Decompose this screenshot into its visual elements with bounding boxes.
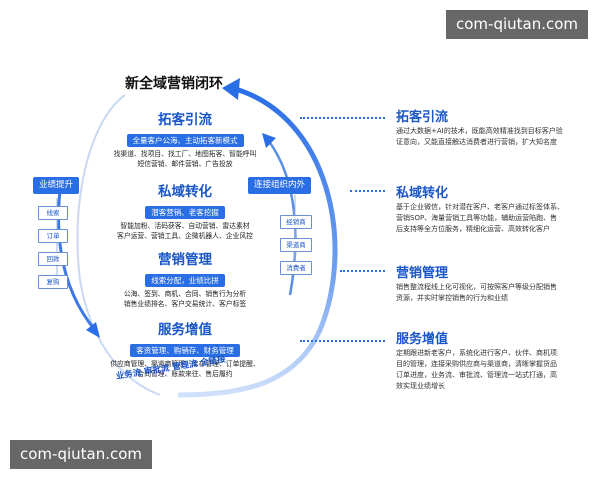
block-desc-line: 销售业绩排名、客户交易统计、客户标签	[123, 300, 247, 308]
connect-org-label: 连接组织内外	[248, 177, 312, 194]
block-desc-line: 合同管理、账款来往、售后履约	[137, 370, 233, 378]
connector-line	[300, 340, 385, 342]
block-marketing-management: 营销管理 线索分配，业绩比拼 公海、签到、商机、合同、销售行为分析 销售业绩排名…	[95, 248, 275, 309]
desc-line: 目的管理，连接采购供应商与渠道商，清晰掌握货品	[396, 360, 557, 368]
diagram-title: 新全域营销闭环	[125, 76, 223, 92]
desc-line: 后支持等全方位服务，精细化运营、高效转化客户	[396, 225, 550, 233]
connector-line	[340, 270, 385, 272]
left-item-lead: 线索	[38, 206, 68, 220]
block-private-conversion: 私域转化 潜客营销、老客挖掘 智能加粉、活码获客、自动营销、雷达素材 客户运营、…	[95, 180, 275, 241]
right-item-consumer: 消费者	[280, 261, 312, 275]
block-title: 服务增值	[158, 322, 212, 338]
right-desc-private-conversion: 基于企业微信，针对潜在客户、老客户通过标签体系、 营销SOP、海量营销工具等功能…	[396, 202, 564, 235]
block-desc-line: 智能加粉、活码获客、自动营销、雷达素材	[120, 222, 250, 230]
left-item-order: 订单	[38, 229, 68, 243]
right-desc-marketing-management: 销售整流程线上化可视化，可按照客户等级分配销售 资源，并实时掌控销售的行为和业绩	[396, 282, 557, 304]
right-title-marketing-management: 营销管理	[396, 266, 449, 281]
desc-line: 销售整流程线上化可视化，可按照客户等级分配销售	[396, 283, 557, 291]
desc-line: 基于企业微信，针对潜在客户、老客户通过标签体系、	[396, 203, 564, 211]
right-title-private-conversion: 私域转化	[396, 186, 449, 201]
right-desc-value-added-service: 定期跟进新老客户，系统化进行客户、伙伴、商机项 目的管理，连接采购供应商与渠道商…	[396, 348, 557, 392]
arc-left	[76, 94, 161, 396]
arc-arrow-head	[222, 78, 240, 100]
block-bar: 潜客营销、老客挖掘	[145, 206, 225, 219]
desc-line: 效实现业绩增长	[396, 382, 445, 390]
desc-line: 营销SOP、海量营销工具等功能，辅助运营陷跑、售	[396, 214, 558, 222]
desc-line: 通过大数据+AI的技术，既能高效精准找到目标客户验	[396, 127, 563, 135]
block-value-added-service: 服务增值 客资管理、购销存、财务管理 供应商管理、渠道商管理、库存管理、订单提醒…	[95, 318, 275, 379]
desc-line: 证意向，又能直接触达消费者进行营销，扩大知名度	[396, 138, 557, 146]
desc-line: 定期跟进新老客户，系统化进行客户、伙伴、商机项	[396, 349, 557, 357]
block-desc-line: 供应商管理、渠道商管理、库存管理、订单提醒、	[110, 360, 260, 368]
desc-line: 资源，并实时掌控销售的行为和业绩	[396, 294, 508, 302]
left-item-payment: 回款	[38, 252, 68, 266]
block-acquisition: 拓客引流 全量客户公海、主动拓客新模式 找渠道、找项目、找工厂、地图拓客、智能呼…	[95, 108, 275, 169]
inner-right-arc	[266, 139, 297, 296]
block-bar: 线索分配，业绩比拼	[145, 274, 225, 287]
block-desc-line: 找渠道、找项目、找工厂、地图拓客、智能呼叫	[113, 150, 257, 158]
block-title: 营销管理	[158, 252, 212, 268]
left-item-repurchase: 复购	[38, 275, 68, 289]
right-desc-acquisition: 通过大数据+AI的技术，既能高效精准找到目标客户验 证意向，又能直接触达消费者进…	[396, 126, 563, 148]
watermark-bottom-left: com-qiutan.com	[10, 440, 153, 469]
right-title-acquisition: 拓客引流	[396, 110, 449, 125]
block-bar: 客资管理、购销存、财务管理	[130, 344, 240, 357]
connector-line	[350, 190, 385, 192]
block-desc-line: 客户运营、营销工具、企微机器人、企业风控	[117, 232, 253, 240]
block-title: 私域转化	[158, 184, 212, 200]
arc-right	[177, 85, 338, 398]
desc-line: 订单进度，业务流、审批流、管理流一站式打通，高	[396, 371, 557, 379]
right-title-value-added-service: 服务增值	[396, 332, 449, 347]
block-title: 拓客引流	[158, 112, 212, 128]
block-bar: 全量客户公海、主动拓客新模式	[126, 134, 244, 147]
watermark-top-right: com-qiutan.com	[446, 10, 589, 39]
right-item-channel: 渠道商	[280, 238, 312, 252]
performance-label: 业绩提升	[33, 177, 80, 194]
connector-line	[300, 117, 385, 119]
block-desc-line: 短信营销、邮件营销、广告投放	[137, 160, 233, 168]
block-desc-line: 公海、签到、商机、合同、销售行为分析	[123, 290, 247, 298]
right-item-dealer: 经销商	[280, 215, 312, 229]
